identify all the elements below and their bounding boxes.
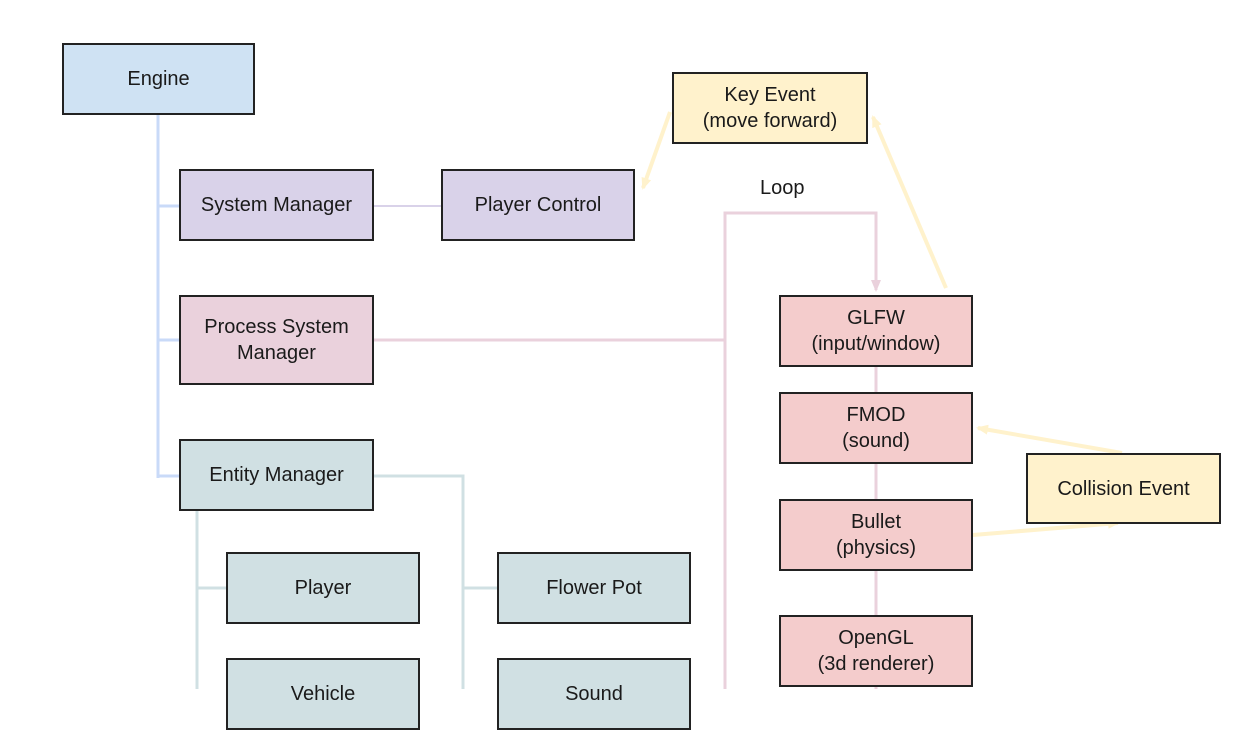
opengl-node: OpenGL (3d renderer): [779, 615, 973, 687]
vehicle-node: Vehicle: [226, 658, 420, 730]
process-system-manager-node: Process System Manager: [179, 295, 374, 385]
sound-node: Sound: [497, 658, 691, 730]
collision-event-node: Collision Event: [1026, 453, 1221, 524]
engine-node: Engine: [62, 43, 255, 115]
entity-tree-lines: [195, 474, 497, 689]
system-manager-node: System Manager: [179, 169, 374, 241]
player-control-node: Player Control: [441, 169, 635, 241]
fmod-node: FMOD (sound): [779, 392, 973, 464]
loop-label: Loop: [760, 177, 805, 199]
event-arrows: [641, 111, 1123, 537]
process-loop-lines: [373, 211, 881, 689]
architecture-diagram: Engine System Manager Player Control Pro…: [62, 43, 1221, 730]
bullet-node: Bullet (physics): [779, 499, 973, 571]
key-event-node: Key Event (move forward): [672, 72, 868, 144]
glfw-node: GLFW (input/window): [779, 295, 973, 367]
player-node: Player: [226, 552, 420, 624]
flower-pot-node: Flower Pot: [497, 552, 691, 624]
connector-lines: [156, 111, 1123, 689]
entity-manager-node: Entity Manager: [179, 439, 374, 511]
engine-tree-lines: [156, 115, 180, 478]
